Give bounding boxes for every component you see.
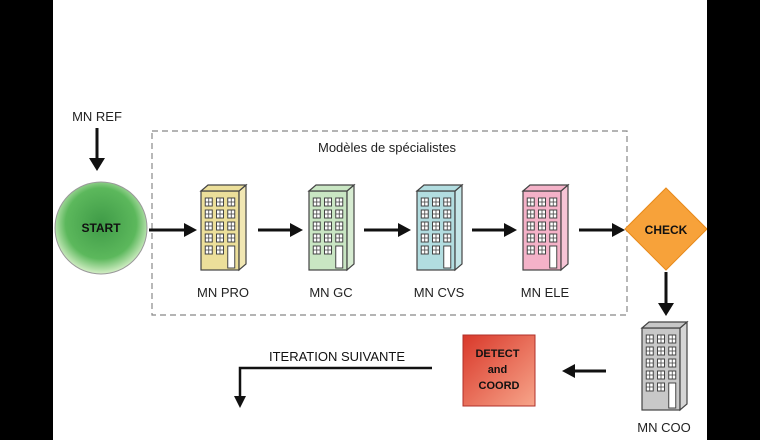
- arrow-head-gc-to-cvs: [398, 223, 411, 237]
- specialist-models: MN PRO MN GC MN CVS MN ELE: [197, 183, 570, 300]
- building-mn-ele: [521, 183, 570, 272]
- coo-label: MN COO: [637, 420, 690, 435]
- iteration-arrow: [238, 366, 432, 398]
- building-label: MN CVS: [414, 285, 465, 300]
- building-label: MN GC: [309, 285, 352, 300]
- detect-coord-label: DETECT and COORD: [475, 348, 522, 392]
- building-label: MN ELE: [521, 285, 570, 300]
- coo-building: [640, 320, 689, 412]
- building-label: MN PRO: [197, 285, 249, 300]
- building-mn-gc: [307, 183, 356, 272]
- specialists-group-box: [151, 130, 628, 316]
- detect-line-2: and: [488, 364, 508, 376]
- group-label: Modèles de spécialistes: [318, 140, 457, 155]
- arrow-head-check-to-coo: [658, 303, 674, 316]
- start-label: START: [81, 221, 121, 235]
- arrow-head-cvs-to-ele: [504, 223, 517, 237]
- check-label: CHECK: [645, 223, 688, 237]
- arrow-head-coo-to-detect: [562, 364, 575, 378]
- check-node: [624, 187, 707, 271]
- start-node: [54, 181, 148, 275]
- flow-arrows: [149, 223, 625, 237]
- arrow-head-ele-to-check: [612, 223, 625, 237]
- input-arrow-head: [89, 158, 105, 171]
- detect-coord-box: [462, 334, 536, 407]
- building-mn-cvs: [415, 183, 464, 272]
- diagram-canvas: MN REF START Modèles de spécialistes MN …: [53, 0, 707, 440]
- workflow-diagram: MN REF START Modèles de spécialistes MN …: [54, 109, 707, 435]
- building-mn-pro: [199, 183, 248, 272]
- detect-line-1: DETECT: [475, 348, 519, 360]
- input-label: MN REF: [72, 109, 122, 124]
- iteration-arrow-head: [234, 396, 246, 408]
- arrow-head-pro-to-gc: [290, 223, 303, 237]
- iteration-label: ITERATION SUIVANTE: [269, 349, 405, 364]
- arrow-head-start-to-pro: [184, 223, 197, 237]
- building-mn-coo: [640, 320, 689, 412]
- detect-line-3: COORD: [479, 380, 520, 392]
